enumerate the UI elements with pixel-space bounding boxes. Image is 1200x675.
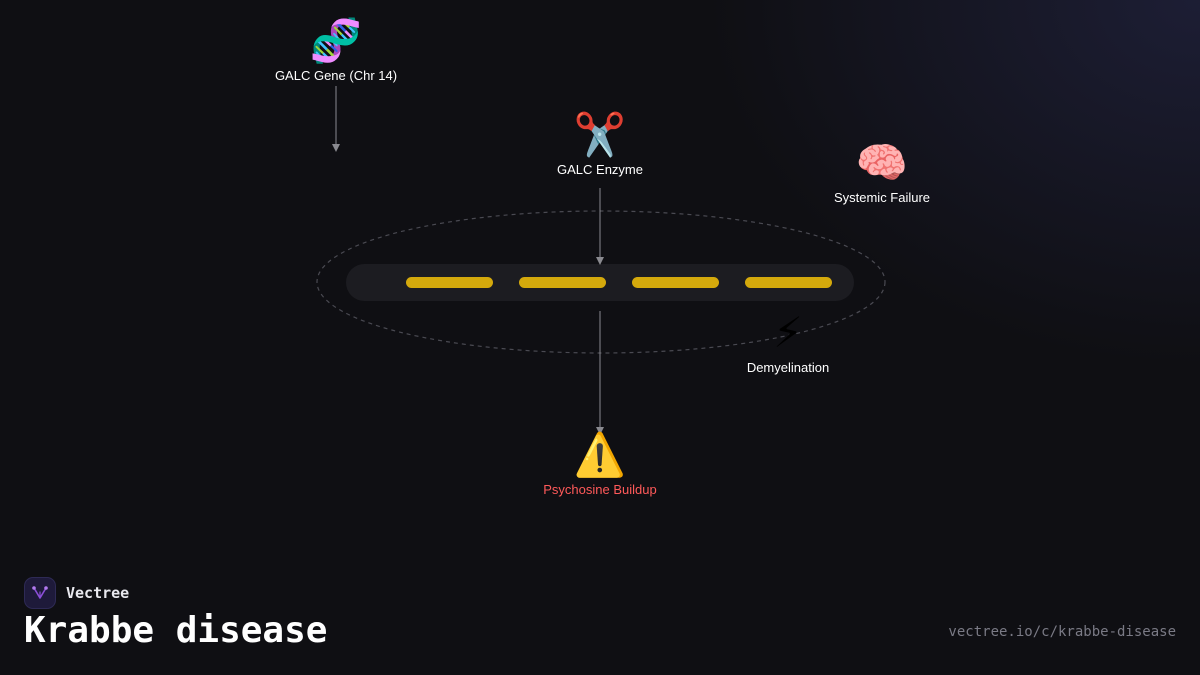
node-galc-gene: 🧬 GALC Gene (Chr 14) <box>275 16 397 83</box>
node-psychosine-buildup: ⚠️ Psychosine Buildup <box>543 430 656 497</box>
myelin-segment <box>519 277 606 288</box>
brand-name: Vectree <box>66 584 130 602</box>
node-demyelination: ⚡ Demyelination <box>747 308 829 375</box>
node-label: GALC Gene (Chr 14) <box>274 68 398 83</box>
node-label: GALC Enzyme <box>557 162 643 177</box>
node-label: Psychosine Buildup <box>543 482 657 497</box>
scissors-icon: ✂️ <box>573 111 627 158</box>
myelin-segment <box>632 277 719 288</box>
node-label: Demyelination <box>746 360 830 375</box>
node-systemic-failure: 🧠 Systemic Failure <box>834 138 930 205</box>
node-label: Systemic Failure <box>833 190 931 205</box>
myelin-segment <box>406 277 493 288</box>
node-galc-enzyme: ✂️ GALC Enzyme <box>557 110 643 177</box>
warning-icon: ⚠️ <box>573 431 627 478</box>
lightning-icon: ⚡ <box>773 309 803 356</box>
vectree-logo-icon <box>24 577 56 609</box>
myelin-segment <box>745 277 832 288</box>
membrane-boundary-ellipse <box>316 210 886 354</box>
dna-icon: 🧬 <box>309 17 363 64</box>
brand: Vectree <box>24 577 129 609</box>
brain-icon: 🧠 <box>855 139 909 186</box>
page-title: Krabbe disease <box>24 610 328 651</box>
source-url[interactable]: vectree.io/c/krabbe-disease <box>948 624 1176 640</box>
